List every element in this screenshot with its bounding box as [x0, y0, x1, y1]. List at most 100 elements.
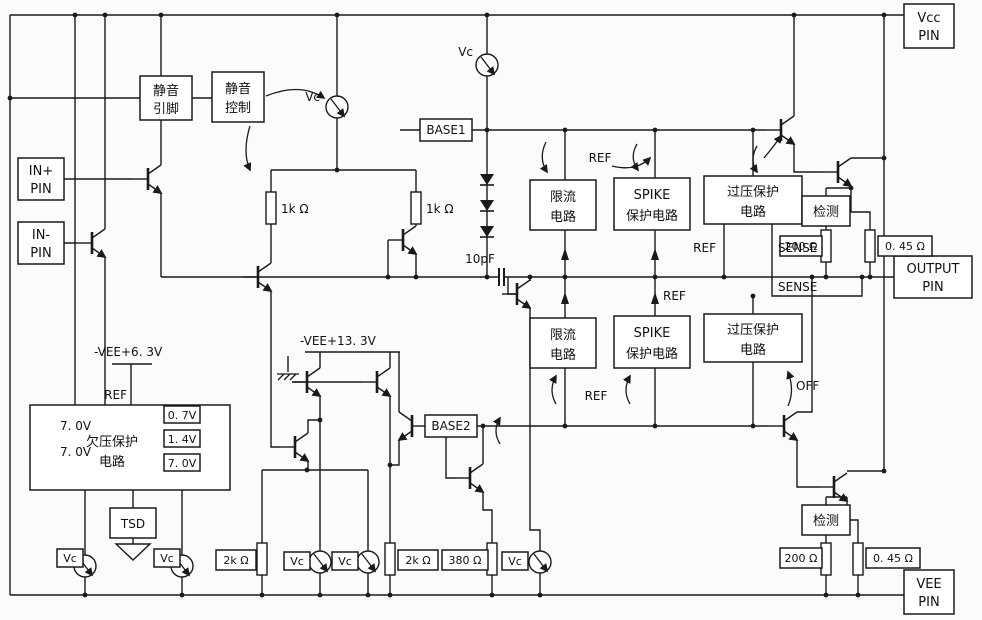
transistor-driver-upper	[766, 116, 794, 144]
block-label: 保护电路	[626, 346, 678, 362]
label-vc-bottom-4: Vc	[331, 551, 359, 571]
transistor	[399, 412, 427, 440]
ref-arrow-icon	[622, 374, 631, 405]
box-outline	[153, 548, 181, 568]
wire-bias-row	[270, 169, 417, 277]
label-vc-bottom-1: Vc	[56, 548, 84, 568]
value-label: 10pF	[465, 252, 495, 266]
wire-mirrors	[261, 291, 400, 595]
junction-dot	[304, 467, 310, 473]
value-label: Vc	[508, 555, 522, 568]
junction-dots	[7, 12, 887, 598]
box-outline	[501, 551, 529, 571]
junction-dot	[334, 12, 340, 18]
block-mute-pin: 静音 引脚	[139, 75, 193, 121]
junction-dot	[881, 12, 887, 18]
off-arrow-icon	[786, 370, 795, 407]
value-label: 7. 0V	[168, 457, 197, 470]
junction-dot	[387, 592, 393, 598]
value-label: 1k Ω	[426, 202, 454, 216]
box-outline	[529, 317, 597, 369]
up-arrow-icon	[651, 292, 659, 304]
block-overvoltage-upper: 过压保护 电路	[703, 175, 803, 225]
junction-dot	[158, 12, 164, 18]
value-label: Vc	[290, 555, 304, 568]
current-source-icon	[529, 551, 551, 573]
label-d07: 0. 7V	[163, 405, 201, 424]
resistor-045-upper	[864, 229, 876, 263]
net-label: SENSE	[778, 241, 817, 255]
block-mute-control: 静音 控制	[211, 71, 265, 123]
wire-upper-protection	[564, 224, 863, 318]
net-label-base2: BASE2	[424, 414, 478, 438]
block-label: 电路	[740, 204, 766, 220]
net-label: REF	[589, 151, 612, 165]
value-label: 1k Ω	[281, 202, 309, 216]
block-label: 电路	[99, 454, 125, 470]
block-spike-upper: SPIKE 保护电路	[613, 177, 691, 231]
junction-dot	[750, 423, 756, 429]
block-label: 限流	[550, 328, 576, 343]
diode-icon	[479, 199, 495, 212]
junction-dot	[537, 592, 543, 598]
base2-arrow-icon	[492, 416, 501, 445]
block-overvoltage-lower: 过压保护 电路	[703, 313, 803, 363]
block-spike-lower: SPIKE 保护电路	[613, 315, 691, 369]
capacitor-plates	[498, 268, 505, 286]
value-label: Vc	[160, 552, 174, 565]
junction-dot	[179, 592, 185, 598]
block-label: 欠压保护	[86, 434, 138, 450]
label-vc-bottom-3: Vc	[283, 551, 311, 571]
driver-arrow-icon	[763, 134, 782, 159]
value-label: 0. 45 Ω	[885, 240, 925, 253]
net-label: OFF	[796, 379, 819, 393]
junction-dot	[385, 274, 391, 280]
label-d70: 7. 0V	[163, 453, 201, 472]
block-label: 静音	[225, 81, 251, 97]
block-detect-upper: 检测	[801, 195, 851, 227]
label-r045-lower: 0. 45 Ω	[865, 547, 921, 569]
junction-dot	[750, 293, 756, 299]
box-outline	[397, 549, 439, 571]
junction-dot	[484, 127, 490, 133]
box-outline	[17, 221, 65, 265]
wire-lower-output-stage	[796, 277, 884, 595]
label-r200-upper: 200 Ω	[779, 235, 823, 257]
resistor-2k-left	[256, 542, 268, 576]
label-r2k-right: 2k Ω	[397, 549, 439, 571]
box-outline	[109, 507, 157, 539]
value-label: Vc	[338, 555, 352, 568]
block-label: 保护电路	[626, 208, 678, 224]
block-label: 电路	[740, 342, 766, 358]
value-label: 200 Ω	[785, 552, 818, 565]
junction-dot	[387, 462, 393, 468]
box-outline	[211, 71, 265, 123]
junction-dot	[72, 12, 78, 18]
block-label: 控制	[225, 101, 251, 116]
box-outline	[529, 179, 597, 231]
box-outline	[893, 255, 973, 299]
box-outline	[163, 429, 201, 448]
resistor-045-lower	[852, 542, 864, 576]
circuit-wiring	[9, 14, 904, 596]
ref-arrow-icon	[548, 374, 557, 405]
junction-dot	[562, 274, 568, 280]
current-source-icon	[357, 551, 379, 573]
resistor-2k-right	[384, 542, 396, 576]
label-r380: 380 Ω	[441, 549, 489, 571]
junction-dot	[484, 274, 490, 280]
net-label-base1: BASE1	[419, 118, 473, 142]
box-outline	[779, 235, 823, 257]
ovp-arrow-icon	[749, 145, 758, 174]
transistor-driver-lower	[769, 412, 797, 440]
box-outline	[139, 75, 193, 121]
transistor-in-plus	[133, 165, 161, 193]
pin-label: Vcc	[917, 11, 940, 26]
wire-base2-line	[427, 425, 769, 595]
up-arrow-icon	[561, 292, 569, 304]
pin-label: PIN	[922, 280, 943, 295]
junction-dot	[867, 274, 873, 280]
value-label: 1. 4V	[168, 433, 197, 446]
transistor	[280, 433, 308, 461]
